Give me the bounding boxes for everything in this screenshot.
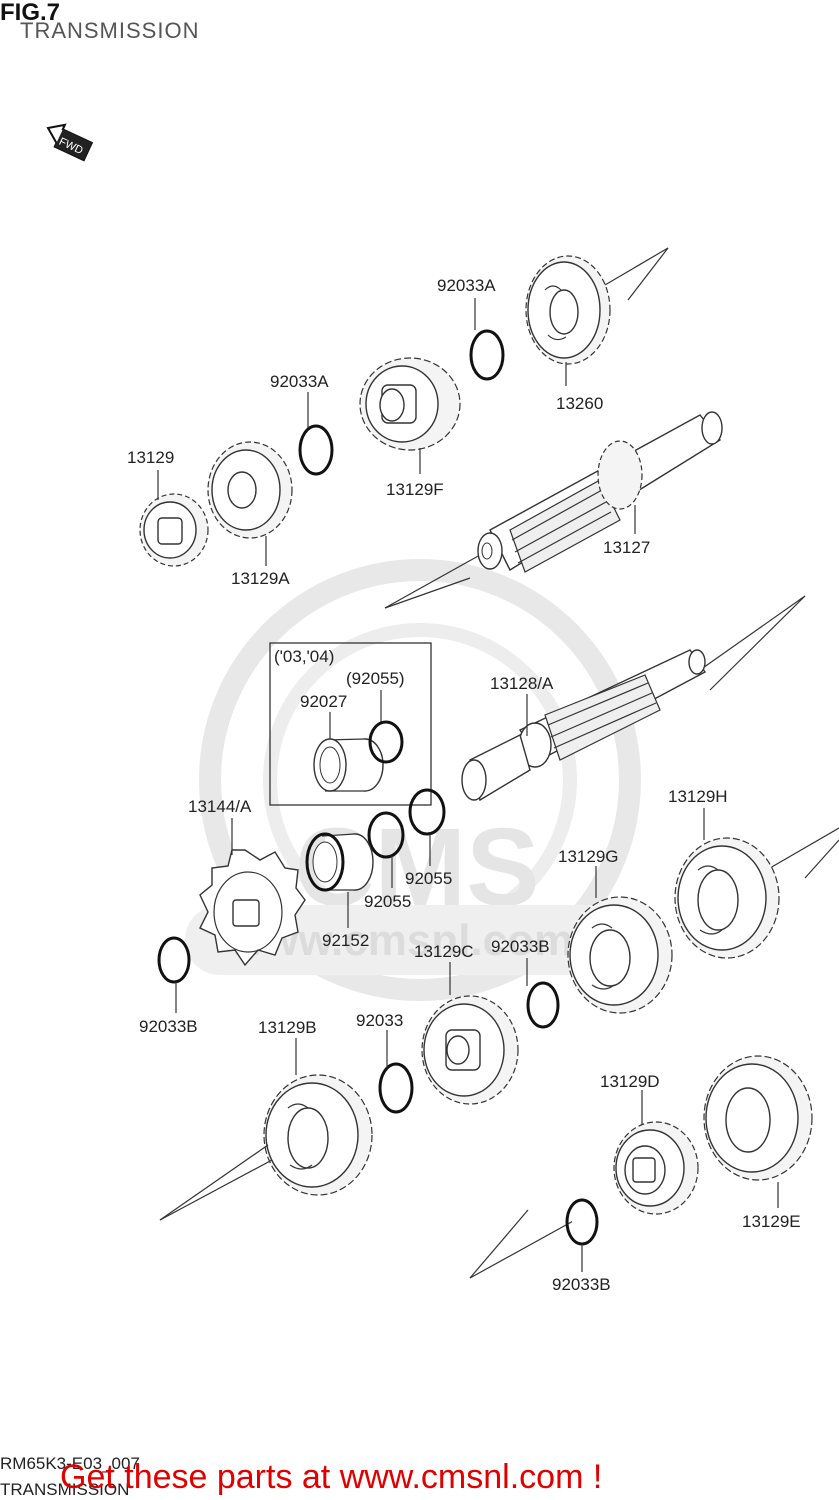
label-92055-right: 92055 bbox=[405, 869, 452, 888]
gear-13129E bbox=[703, 1055, 813, 1181]
gear-13129F bbox=[359, 357, 461, 451]
label-13127: 13127 bbox=[603, 538, 650, 557]
gear-13129C bbox=[421, 995, 519, 1105]
collar-92152 bbox=[305, 832, 374, 892]
gear-13129H bbox=[674, 837, 780, 959]
label-13129E: 13129E bbox=[742, 1212, 801, 1231]
label-13260: 13260 bbox=[556, 394, 603, 413]
label-13129A: 13129A bbox=[231, 569, 290, 588]
shaft-13128A bbox=[461, 649, 707, 802]
circlip-92033B-left bbox=[157, 936, 191, 984]
label-13128A: 13128/A bbox=[490, 674, 554, 693]
oring-92055-inset bbox=[368, 720, 404, 764]
label-13129B: 13129B bbox=[258, 1018, 317, 1037]
oring-92055-right bbox=[408, 788, 446, 836]
label-13129D: 13129D bbox=[600, 1072, 660, 1091]
promo-link[interactable]: Get these parts at www.cmsnl.com ! bbox=[60, 1458, 602, 1496]
middle-axis-lines bbox=[699, 595, 839, 879]
footer-code: RM65K3-E03_007 bbox=[0, 1454, 140, 1473]
label-92033: 92033 bbox=[356, 1011, 403, 1030]
lower-axis-lines bbox=[159, 1144, 576, 1279]
upper-axis-lines bbox=[384, 247, 669, 609]
circlip-92033B-mid bbox=[526, 981, 560, 1029]
fwd-arrow-icon: FWD bbox=[46, 123, 94, 162]
sprocket-13144A bbox=[199, 849, 306, 967]
circlip-92033A-mid bbox=[298, 424, 334, 476]
bushing-92027 bbox=[313, 738, 384, 792]
circlip-92033 bbox=[378, 1062, 414, 1114]
figure-number: FIG.7 bbox=[0, 0, 60, 26]
label-92033B-left: 92033B bbox=[139, 1017, 198, 1036]
label-92033A-mid: 92033A bbox=[270, 372, 329, 391]
shaft-13127 bbox=[477, 411, 723, 573]
gear-13260 bbox=[525, 255, 611, 365]
gear-13129B bbox=[263, 1074, 373, 1196]
label-13129: 13129 bbox=[127, 448, 174, 467]
part-labels: 92033A 13260 92033A 13129F 13129 13129A … bbox=[127, 276, 801, 1294]
inset-label-92027: 92027 bbox=[300, 692, 347, 711]
label-13129G: 13129G bbox=[558, 847, 619, 866]
figure-title: TRANSMISSION bbox=[20, 18, 199, 43]
circlip-92033A-top bbox=[469, 329, 505, 381]
leader-lines bbox=[157, 298, 779, 1272]
label-92033B-bottom: 92033B bbox=[552, 1275, 611, 1294]
inset-box: ('03,'04) (92055) 92027 bbox=[269, 642, 432, 806]
footer-title: TRANSMISSION bbox=[0, 1480, 129, 1499]
oring-92055-left bbox=[367, 811, 405, 859]
label-13129F: 13129F bbox=[386, 480, 444, 499]
gear-13129D bbox=[613, 1121, 699, 1215]
gear-13129A bbox=[207, 441, 293, 539]
label-92055-left: 92055 bbox=[364, 892, 411, 911]
inset-label-92055: (92055) bbox=[346, 669, 405, 688]
label-13129H: 13129H bbox=[668, 787, 728, 806]
label-13129C: 13129C bbox=[414, 942, 474, 961]
label-92033B-mid: 92033B bbox=[491, 937, 550, 956]
gear-13129 bbox=[139, 493, 209, 567]
inset-years: ('03,'04) bbox=[274, 647, 334, 666]
label-92033A-top: 92033A bbox=[437, 276, 496, 295]
label-13144A: 13144/A bbox=[188, 797, 252, 816]
gear-13129G bbox=[567, 896, 673, 1014]
label-92152: 92152 bbox=[322, 931, 369, 950]
